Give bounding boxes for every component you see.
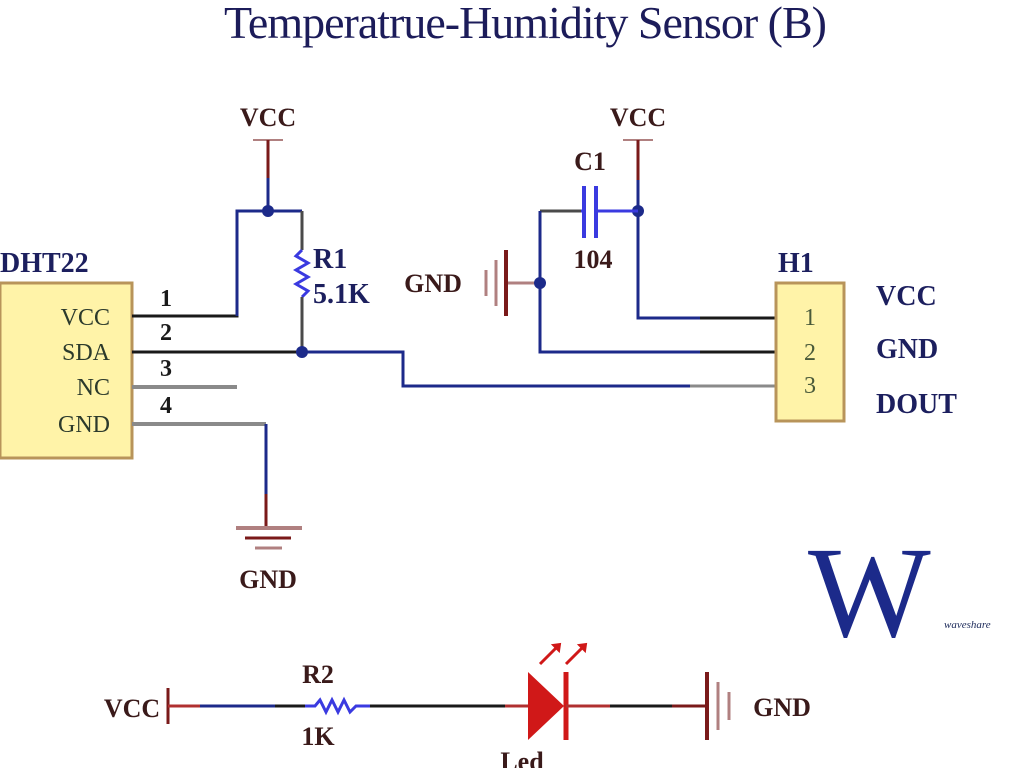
r1-resistor-icon	[293, 248, 311, 299]
dht22-pin-name-1: VCC	[61, 305, 110, 331]
h1-pin-num-2: 2	[804, 340, 816, 366]
r2-ref-label: R2	[302, 660, 334, 689]
dht22-pin-num-4: 4	[160, 393, 172, 419]
logo-letter: W	[808, 521, 931, 665]
r1-ref-label: R1	[313, 244, 347, 275]
schematic-title: Temperatrue-Humidity Sensor (B)	[224, 0, 826, 48]
h1-pin-num-3: 3	[804, 373, 816, 399]
wire-gnd-to-h1	[538, 211, 775, 354]
ground-icon-c1	[484, 250, 508, 316]
dht22-ref-label: DHT22	[0, 248, 89, 279]
h1-pin-name-2: GND	[876, 334, 938, 365]
c1-ref-label: C1	[574, 147, 606, 176]
wire-vcc-loop	[235, 209, 302, 316]
gnd-label-sensor: GND	[239, 565, 297, 594]
ground-icon-led	[705, 672, 731, 740]
wire-sda-to-dout	[302, 350, 775, 388]
c1-value-label: 104	[574, 245, 613, 274]
h1-body	[774, 281, 846, 423]
wire-vcc-to-h1	[636, 180, 775, 320]
dht22-pin-name-4: GND	[58, 412, 110, 438]
waveshare-logo: W waveshare	[808, 521, 991, 665]
h1-pin-name-3: DOUT	[876, 389, 957, 420]
gnd-label-led: GND	[753, 693, 811, 722]
r2-value-label: 1K	[301, 722, 335, 751]
h1-header: H1 1 2 3 VCC GND DOUT	[774, 248, 957, 423]
dht22-pin-num-2: 2	[160, 320, 172, 346]
r1-value-label: 5.1K	[313, 279, 370, 310]
wire-dht22-vcc	[132, 209, 302, 318]
vcc-label-c1: VCC	[610, 103, 666, 132]
junction-sda	[296, 346, 308, 358]
ground-icon-sensor	[236, 526, 302, 550]
vcc-label-led: VCC	[104, 694, 160, 723]
dht22-pin-name-2: SDA	[62, 340, 111, 366]
h1-pin-name-1: VCC	[876, 281, 937, 312]
dht22-pin-name-3: NC	[77, 375, 110, 401]
dht22-pin-num-3: 3	[160, 356, 172, 382]
dht22-pin-num-1: 1	[160, 286, 172, 312]
dht22-body	[0, 281, 134, 460]
led-icon	[528, 642, 588, 740]
h1-pin-num-1: 1	[804, 305, 816, 331]
logo-subtitle: waveshare	[944, 619, 991, 631]
dht22-sensor: DHT22 VCC SDA NC GND 1 2 3 4	[0, 248, 172, 460]
led-ref-label: Led	[500, 747, 544, 768]
vcc-label-r1: VCC	[240, 103, 296, 132]
gnd-label-c1: GND	[404, 269, 462, 298]
h1-ref-label: H1	[778, 248, 814, 279]
junction-vcc-r1	[262, 205, 274, 217]
r2-resistor-icon	[305, 696, 370, 716]
junction-gnd-c1	[534, 277, 546, 289]
